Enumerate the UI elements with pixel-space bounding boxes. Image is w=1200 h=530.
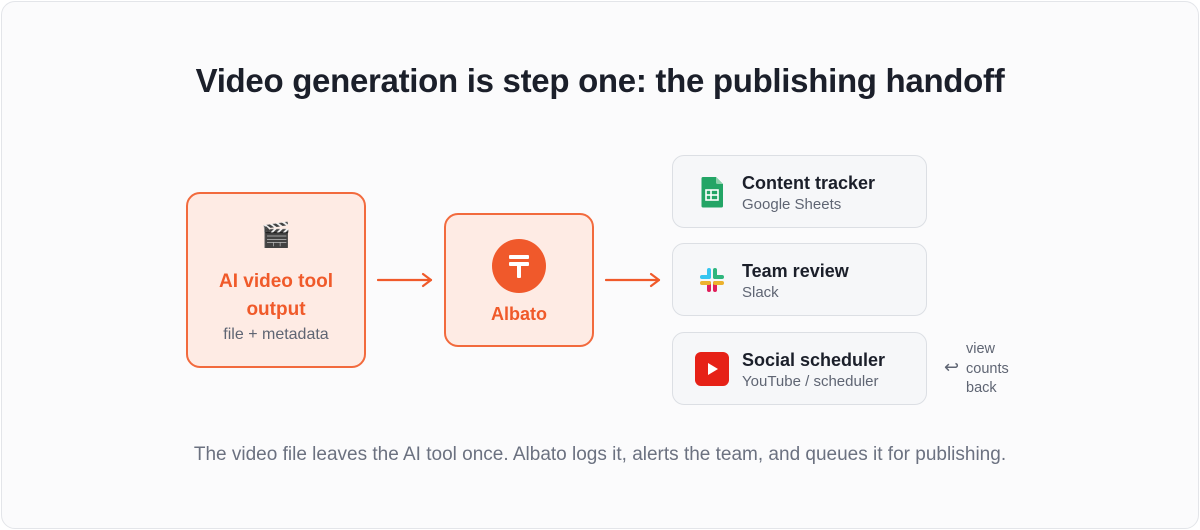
slack-icon — [700, 268, 724, 292]
return-arrow-icon: ↩ — [944, 357, 960, 377]
google-sheets-icon — [701, 177, 723, 208]
destination-title: Team review — [742, 261, 849, 281]
albato-node: Albato — [444, 213, 594, 347]
destination-title: Content tracker — [742, 173, 876, 193]
clapperboard-icon: 🎬 — [261, 222, 291, 249]
arrow-right-icon — [377, 272, 433, 288]
page-title: Video generation is step one: the publis… — [195, 62, 1005, 99]
source-title: AI video tool output — [219, 271, 333, 320]
destination-title: Social scheduler — [742, 350, 886, 370]
destination-subtitle: YouTube / scheduler — [742, 373, 879, 390]
youtube-icon — [695, 352, 729, 386]
arrow-right-icon — [605, 272, 661, 288]
caption: The video file leaves the AI tool once. … — [193, 444, 1007, 465]
albato-label: Albato — [491, 304, 547, 324]
destination-team-review: Team review Slack — [672, 243, 927, 316]
source-node: 🎬 AI video tool output file + metadata — [186, 192, 366, 368]
feedback-label: view counts back — [966, 341, 1009, 396]
destination-social-scheduler: Social scheduler YouTube / scheduler — [672, 332, 927, 405]
destination-content-tracker: Content tracker Google Sheets — [672, 155, 927, 228]
source-subtitle: file + metadata — [223, 326, 329, 343]
destination-subtitle: Slack — [742, 284, 779, 301]
albato-logo-icon — [492, 239, 546, 293]
destination-subtitle: Google Sheets — [742, 196, 842, 213]
